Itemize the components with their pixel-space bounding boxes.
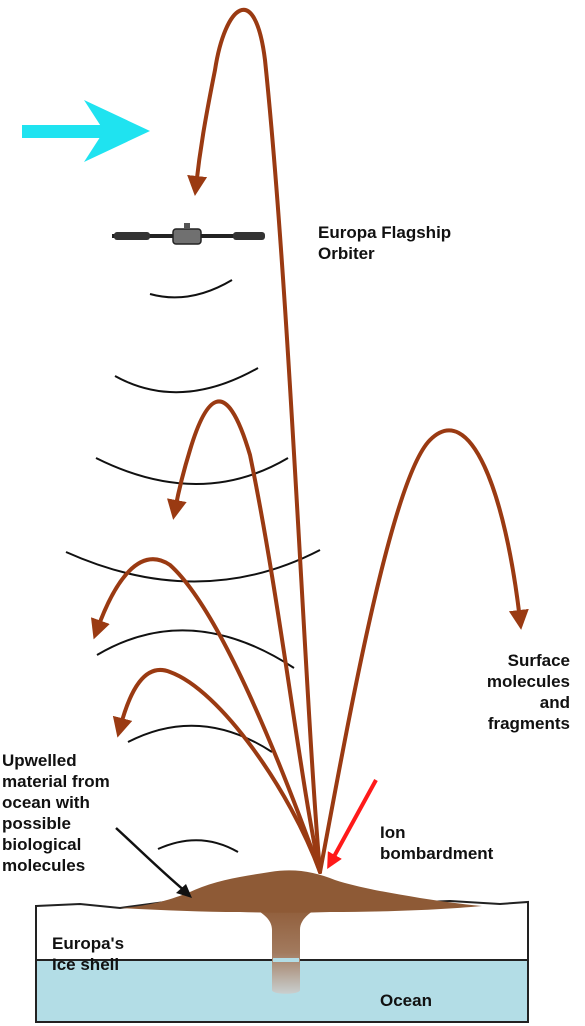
ice-shell-label: Europa's Ice shell — [52, 933, 124, 975]
ballistic-trajectories — [97, 10, 520, 872]
wave-arc-4 — [66, 550, 320, 582]
trajectory-mid-left — [175, 401, 320, 872]
orbiter-label: Europa Flagship Orbiter — [318, 222, 451, 264]
trajectory-left-2 — [97, 559, 320, 872]
ion-bombardment-arrow — [331, 780, 376, 862]
surface-mound — [120, 870, 482, 912]
wave-arc-7 — [158, 840, 238, 852]
conduit-fill-ocean — [273, 958, 299, 962]
ocean-label: Ocean — [380, 990, 432, 1011]
surface-molecules-label: Surface molecules and fragments — [440, 650, 570, 734]
orbiter-spacecraft — [112, 223, 265, 244]
incoming-arrow — [22, 100, 150, 162]
upwelled-pointer — [116, 828, 186, 892]
wave-arc-2 — [115, 368, 258, 392]
wave-arc-5 — [97, 630, 294, 668]
wave-arc-3 — [96, 458, 288, 484]
upwelled-material-label: Upwelled material from ocean with possib… — [2, 750, 110, 876]
wave-arc-1 — [150, 280, 232, 297]
ion-bombardment-label: Ion bombardment — [380, 822, 493, 864]
